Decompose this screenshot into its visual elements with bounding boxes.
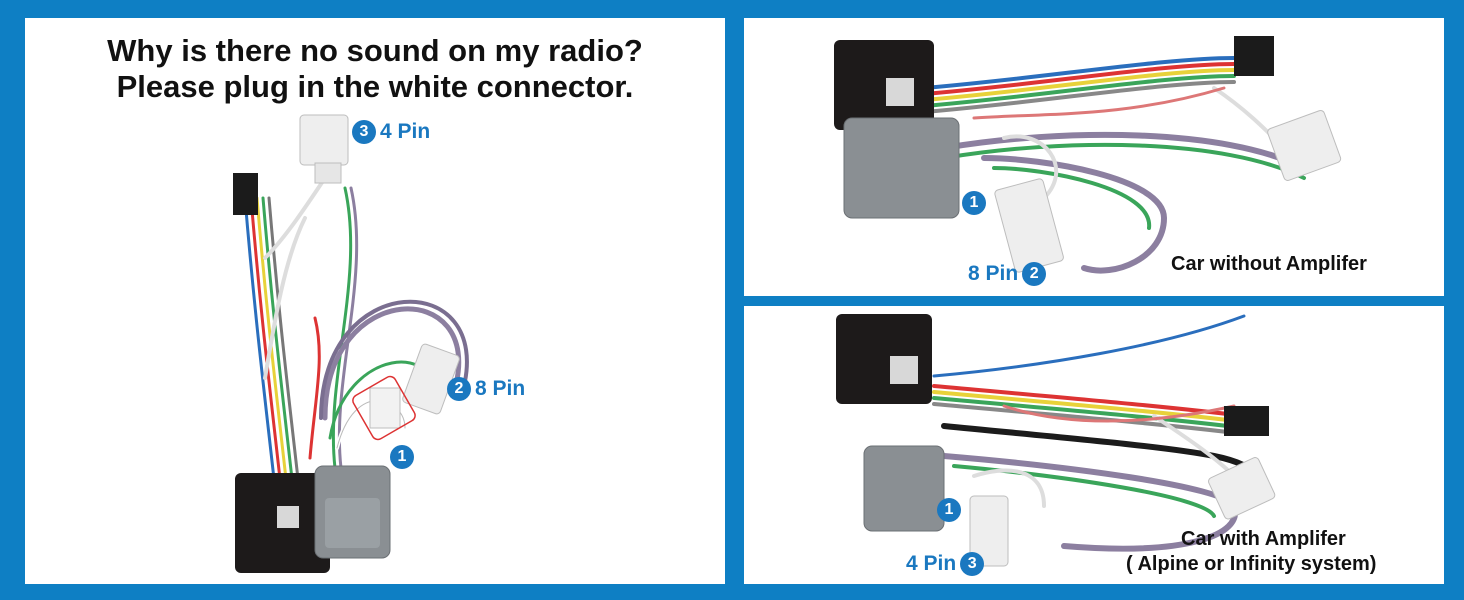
left-panel: Why is there no sound on my radio? Pleas… <box>25 18 725 584</box>
callout-1: 1 <box>937 498 961 522</box>
callout-8-pin: 2 8 Pin <box>447 377 525 401</box>
callout-label: 4 Pin <box>906 552 957 575</box>
bottom-right-panel: 1 4 Pin 3 Car with Amplifer ( Alpine or … <box>744 306 1444 584</box>
callout-1: 1 <box>390 445 414 469</box>
harness-photo-left <box>233 114 469 573</box>
top-right-panel: 1 8 Pin 2 Car without Amplifer <box>744 18 1444 296</box>
callout-number-3: 3 <box>352 120 376 144</box>
callout-number-1: 1 <box>962 191 986 215</box>
callout-number-3: 3 <box>960 552 985 576</box>
callout-4-pin: 3 4 Pin <box>352 120 430 144</box>
caption-amplifier-systems: ( Alpine or Infinity system) <box>1126 553 1377 575</box>
callout-number-2: 2 <box>1022 262 1047 286</box>
callout-4-pin: 4 Pin 3 <box>906 552 985 576</box>
callout-number-1: 1 <box>390 445 414 469</box>
callout-8-pin: 8 Pin 2 <box>968 262 1047 286</box>
callout-label: 8 Pin <box>475 377 526 400</box>
caption-with-amplifier: Car with Amplifer <box>1181 528 1346 550</box>
harness-photo-top-right <box>834 36 1342 274</box>
headline-line-1: Why is there no sound on my radio? <box>107 33 643 68</box>
callout-number-1: 1 <box>937 498 961 522</box>
callout-1: 1 <box>962 191 986 215</box>
callout-label: 4 Pin <box>380 120 431 143</box>
callout-number-2: 2 <box>447 377 471 401</box>
callout-label: 8 Pin <box>968 262 1019 285</box>
headline-line-2: Please plug in the white connector. <box>116 69 634 104</box>
harness-photo-bottom-right <box>836 314 1276 567</box>
caption-without-amplifier: Car without Amplifer <box>1171 253 1367 275</box>
